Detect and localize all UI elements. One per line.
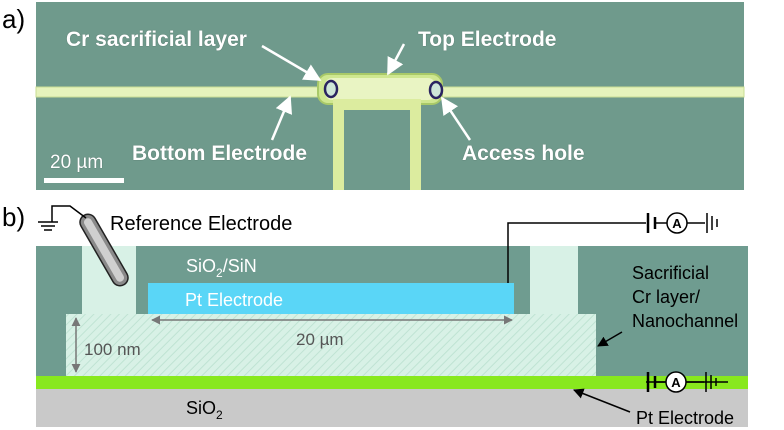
arrow-bottom-electrode bbox=[270, 95, 292, 141]
cr-sacrificial-layer-label: Cr sacrificial layer bbox=[66, 28, 247, 51]
access-hole-left bbox=[323, 79, 339, 99]
pt-electrode-top bbox=[148, 283, 514, 314]
ammeter-symbol-top: A bbox=[672, 216, 682, 231]
ground-icon bbox=[38, 221, 58, 231]
arrow-sacrificial bbox=[597, 331, 623, 347]
sio2-substrate-label: SiO2 bbox=[186, 398, 223, 422]
arrow-top-electrode bbox=[386, 43, 406, 76]
bottom-electrode-label: Bottom Electrode bbox=[132, 142, 308, 165]
sio2-substrate bbox=[36, 389, 748, 427]
ground-icon-top bbox=[706, 213, 718, 233]
arrow-access-hole bbox=[440, 96, 472, 141]
reference-electrode-icon bbox=[51, 205, 129, 287]
sacrificial-label-line2: Cr layer/ bbox=[632, 287, 700, 307]
sio2-sin-label: SiO2/SiN bbox=[186, 256, 257, 280]
ammeter-symbol-bottom: A bbox=[671, 375, 681, 390]
battery-icon-bottom bbox=[646, 372, 666, 392]
sacrificial-label-line1: Sacrificial bbox=[632, 263, 709, 283]
pt-electrode-bottom-label: Pt Electrode bbox=[636, 408, 734, 428]
ground-icon-bottom bbox=[705, 372, 717, 392]
top-circuit-wire bbox=[507, 222, 646, 283]
access-hole-right bbox=[428, 80, 444, 100]
micrograph-image bbox=[35, 2, 745, 190]
access-hole-label: Access hole bbox=[462, 142, 585, 165]
sacrificial-label-line3: Nanochannel bbox=[632, 311, 738, 331]
reference-electrode-label: Reference Electrode bbox=[110, 213, 292, 235]
top-electrode-label: Top Electrode bbox=[418, 28, 557, 51]
arrow-cr-layer bbox=[261, 44, 322, 82]
panel-b-label: b) bbox=[2, 202, 26, 232]
pt-electrode-bottom bbox=[36, 376, 748, 389]
pt-electrode-top-label: Pt Electrode bbox=[185, 290, 283, 310]
ammeter-icon-top bbox=[666, 212, 705, 234]
access-well-right bbox=[530, 246, 578, 314]
battery-icon-top bbox=[646, 213, 667, 233]
arrow-pt-electrode-bottom bbox=[573, 388, 631, 413]
scale-bar bbox=[44, 178, 124, 183]
cross-section-diagram bbox=[36, 246, 748, 427]
height-dimension-label: 100 nm bbox=[84, 340, 141, 359]
width-dimension-label: 20 µm bbox=[296, 330, 344, 349]
panel-a-label: a) bbox=[2, 4, 26, 34]
scale-bar-label: 20 µm bbox=[50, 152, 104, 173]
ammeter-icon-bottom bbox=[665, 371, 704, 393]
